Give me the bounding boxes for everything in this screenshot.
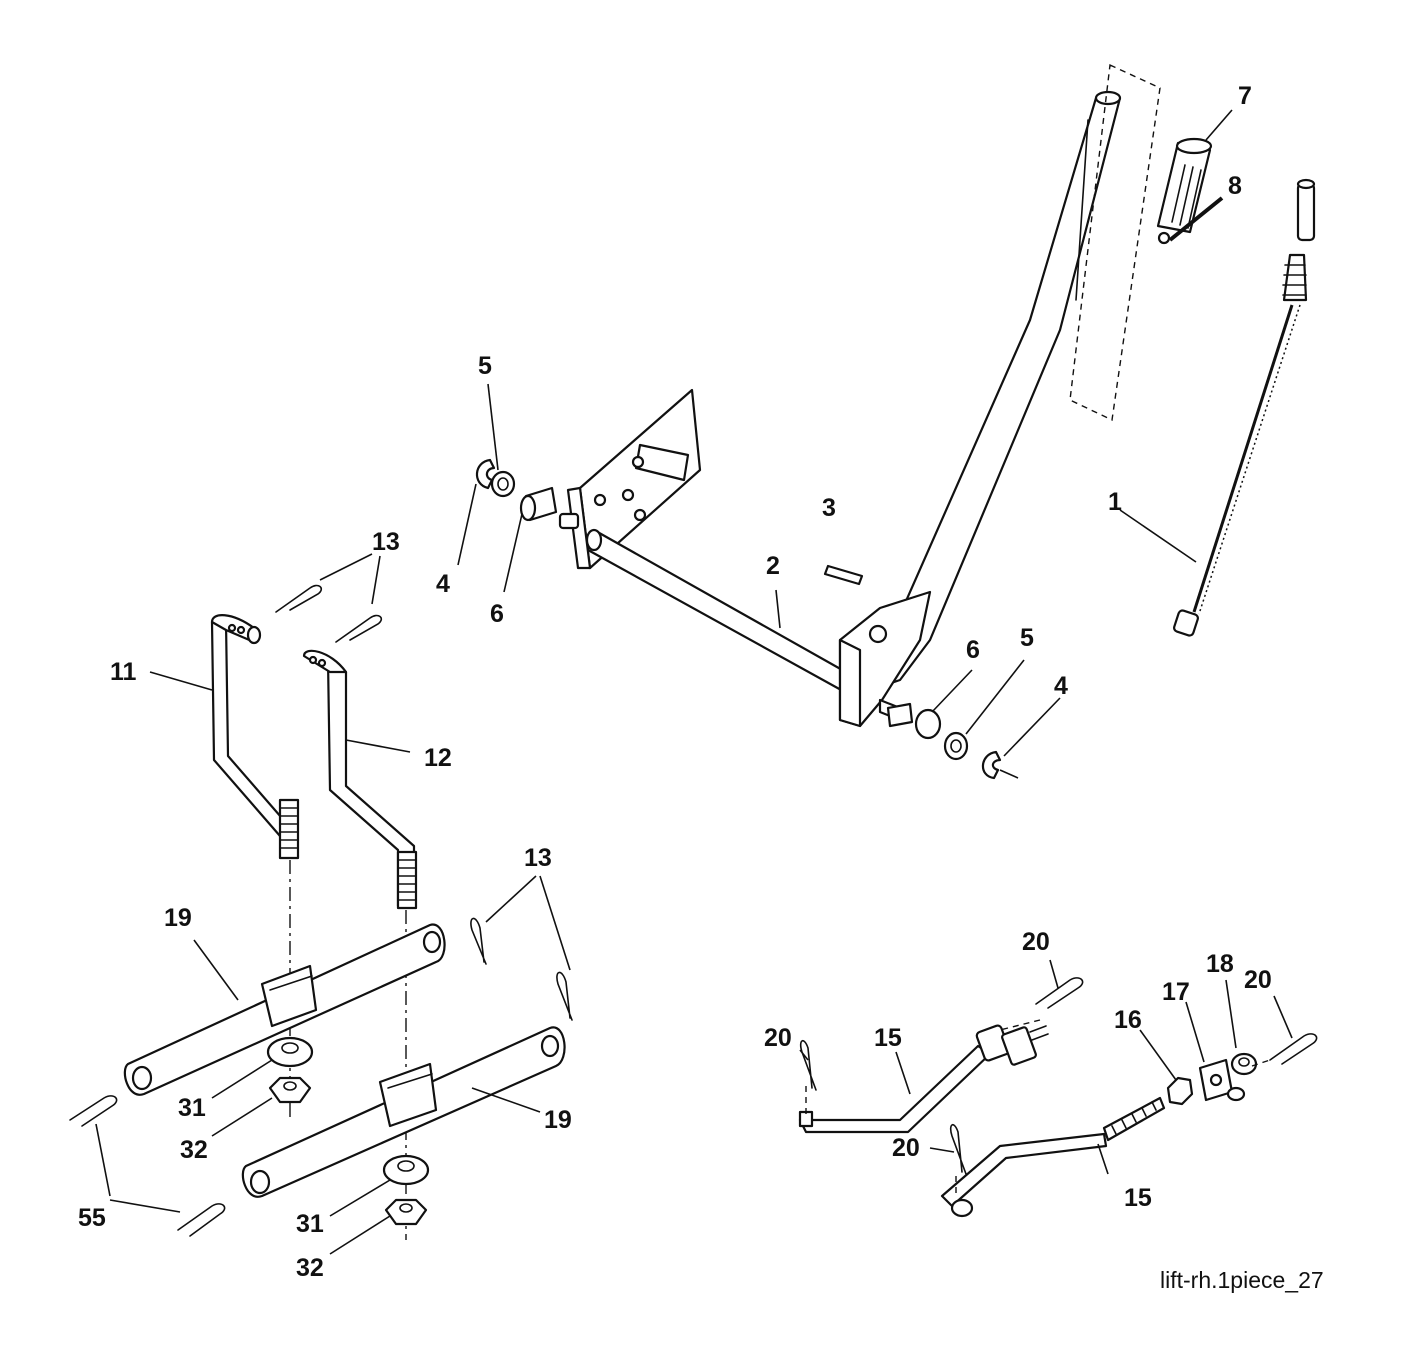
callout-12: 12 xyxy=(424,744,452,772)
adjust-hardware xyxy=(1166,1052,1258,1106)
hairpin-clip-55 xyxy=(69,1095,226,1237)
callout-4-left: 4 xyxy=(436,570,450,598)
callout-18: 18 xyxy=(1206,950,1234,978)
callout-32-lower: 32 xyxy=(296,1254,324,1282)
lift-link-right xyxy=(302,649,418,910)
adjust-rod-upper xyxy=(798,1024,1049,1134)
bushing-nut-right xyxy=(382,1154,430,1226)
callout-19-lower: 19 xyxy=(544,1106,572,1134)
phantom-grip-outline xyxy=(1069,63,1161,422)
hairpin-clip-lower xyxy=(470,917,573,1021)
callout-20-a: 20 xyxy=(1022,928,1050,956)
callout-32-upper: 32 xyxy=(180,1136,208,1164)
grip-pin xyxy=(1157,196,1224,245)
callout-20-c: 20 xyxy=(1244,966,1272,994)
callout-31-lower: 31 xyxy=(296,1210,324,1238)
lift-link-left xyxy=(210,614,300,860)
callout-6-right: 6 xyxy=(966,636,980,664)
callout-55: 55 xyxy=(78,1204,106,1232)
leader-lines xyxy=(95,109,1293,1255)
callout-5-right: 5 xyxy=(1020,624,1034,652)
callout-11: 11 xyxy=(110,658,137,686)
adjust-rod-lower xyxy=(940,1096,1166,1218)
callout-15-lower: 15 xyxy=(1124,1184,1152,1212)
lift-handle xyxy=(868,90,1122,692)
roll-pin xyxy=(823,564,864,586)
callout-19-upper: 19 xyxy=(164,904,192,932)
hairpin-clip-20 xyxy=(799,977,1318,1175)
callout-20-d: 20 xyxy=(892,1134,920,1162)
connection-lines xyxy=(805,1019,1271,1198)
callout-1: 1 xyxy=(1108,488,1122,516)
left-shaft-hardware xyxy=(475,458,558,522)
callout-3: 3 xyxy=(822,494,836,522)
lift-cable xyxy=(1173,178,1316,637)
callout-labels: 1 2 3 4 5 6 4 5 6 7 8 11 12 13 13 15 15 … xyxy=(78,82,1272,1282)
grip xyxy=(1156,137,1213,234)
drawing-reference: lift-rh.1piece_27 xyxy=(1160,1267,1324,1293)
callout-8: 8 xyxy=(1228,172,1242,200)
callout-31-upper: 31 xyxy=(178,1094,206,1122)
callout-5-left: 5 xyxy=(478,352,492,380)
callout-15-upper: 15 xyxy=(874,1024,902,1052)
callout-13-lower: 13 xyxy=(524,844,552,872)
callout-2: 2 xyxy=(766,552,780,580)
lift-arm-lower xyxy=(241,1026,566,1198)
callout-16: 16 xyxy=(1114,1006,1142,1034)
callout-4-right: 4 xyxy=(1054,672,1068,700)
callout-6-left: 6 xyxy=(490,600,504,628)
bushing-nut-left xyxy=(266,1036,314,1104)
right-shaft-hardware xyxy=(886,702,1019,780)
hairpin-clip-upper xyxy=(275,584,383,643)
callout-7: 7 xyxy=(1238,82,1252,110)
lift-shaft xyxy=(558,512,862,698)
lift-arm-upper xyxy=(123,923,446,1096)
callout-13-upper: 13 xyxy=(372,528,400,556)
callout-17: 17 xyxy=(1162,978,1190,1006)
callout-20-b: 20 xyxy=(764,1024,792,1052)
